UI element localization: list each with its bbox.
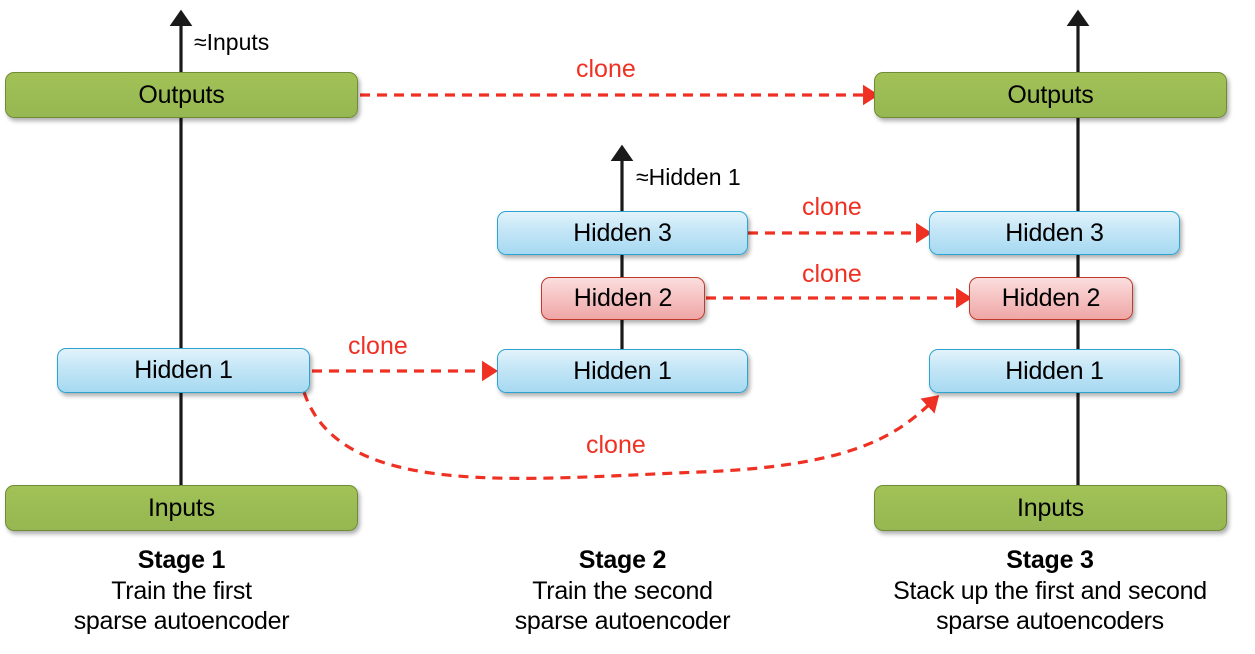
node-s2-hidden-1[interactable]: Hidden 1 — [497, 349, 748, 393]
clone-label-hidden2: clone — [802, 260, 862, 288]
stage-1-caption: Stage 1 Train the first sparse autoencod… — [5, 546, 358, 637]
node-s3-hidden-1[interactable]: Hidden 1 — [929, 349, 1180, 393]
node-label: Inputs — [1017, 493, 1084, 522]
node-label: Hidden 2 — [1001, 284, 1101, 312]
stage-2-subtitle-line-1: Train the second — [532, 576, 713, 605]
clone-label-hidden3: clone — [802, 193, 862, 221]
node-label: Inputs — [148, 493, 215, 522]
stage-2-subtitle-line-2: sparse autoencoder — [514, 607, 731, 635]
node-label: Hidden 3 — [1005, 218, 1104, 247]
clone-label-outputs: clone — [576, 55, 636, 83]
stage-1-title: Stage 1 — [137, 546, 226, 574]
stage-1-subtitle-line-2: sparse autoencoder — [73, 607, 290, 635]
stage-1-subtitle-line-1: Train the first — [111, 576, 252, 605]
node-label: Hidden 2 — [573, 284, 673, 312]
node-label: Outputs — [1007, 80, 1094, 109]
node-s1-outputs[interactable]: Outputs — [5, 72, 358, 118]
clone-label-hidden1-stage1-stage3: clone — [586, 431, 646, 459]
node-s3-inputs[interactable]: Inputs — [874, 485, 1227, 531]
node-s2-hidden-3[interactable]: Hidden 3 — [497, 211, 748, 255]
stage-3-subtitle-line-1: Stack up the first and second — [893, 576, 1207, 605]
node-s3-hidden-2[interactable]: Hidden 2 — [969, 277, 1133, 320]
stage-2-title: Stage 2 — [578, 546, 667, 574]
stage-2-caption: Stage 2 Train the second sparse autoenco… — [446, 546, 799, 637]
node-s1-hidden-1[interactable]: Hidden 1 — [57, 348, 310, 393]
node-label: Hidden 1 — [573, 356, 672, 385]
node-s3-outputs[interactable]: Outputs — [874, 72, 1227, 118]
stage-3-caption: Stage 3 Stack up the first and second sp… — [860, 546, 1240, 637]
stage-3-subtitle-line-2: sparse autoencoders — [936, 607, 1164, 635]
node-label: Hidden 1 — [1005, 356, 1104, 385]
node-s2-hidden-2[interactable]: Hidden 2 — [541, 277, 705, 320]
node-label: Hidden 3 — [573, 218, 672, 247]
stage-1-flow-label: ≈Inputs — [194, 29, 270, 55]
stage-2-flow-label: ≈Hidden 1 — [636, 164, 741, 190]
stage-3-title: Stage 3 — [1006, 546, 1094, 574]
clone-label-hidden1-stage1-stage2: clone — [348, 332, 408, 360]
node-s3-hidden-3[interactable]: Hidden 3 — [929, 211, 1180, 255]
node-label: Hidden 1 — [134, 356, 233, 384]
node-label: Outputs — [138, 80, 225, 109]
node-s1-inputs[interactable]: Inputs — [5, 485, 358, 531]
